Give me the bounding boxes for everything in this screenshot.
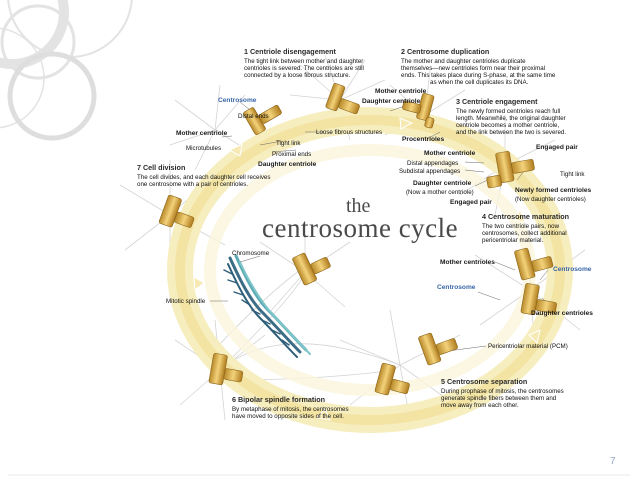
stage7-body-line2: one centrosome with a pair of centrioles… [137,181,249,188]
centriole-pair-stage2 [402,93,435,129]
stage3-body-line3: centriole becomes a mother centriole, [456,122,560,129]
stage4-body-line1: The two centriole pairs, now [482,223,560,230]
label-centrosome-top: Centrosome [218,97,257,104]
centriole-pair-stage5a [418,332,458,366]
stage2-body-line3: ends. This takes place during S-phase, a… [401,72,556,79]
centriole-pair-stage5b [374,362,410,396]
label-newly-formed: Newly formed centrioles [515,187,592,194]
page-number: 7 [610,456,616,467]
label-now-daughter: (Now daughter centrioles) [515,196,586,203]
stage4-body-line2: centrosomes, collect additional [482,230,567,237]
stage3-body-line1: The newly formed centrioles reach full [456,108,561,115]
stage5-body-line2: generate spindle fibers between them and [441,395,557,402]
centriole-pair-stage7 [158,194,195,228]
label-daughter-centriole-s2: Daughter centriole [362,98,421,105]
cycle-arrows [193,117,541,421]
corner-decoration [0,0,133,141]
stage2-body-line1: The mother and daughter centrioles dupli… [401,58,526,65]
label-procentrioles: Procentrioles [402,136,445,143]
stage7-body-line1: The cell divides, and each daughter cell… [137,174,271,181]
stage3-body-line4: and the link between the two is severed. [456,129,567,136]
stage1-body-line3: connected by a loose fibrous structure. [244,72,351,79]
label-microtubules: Microtubules [186,145,222,152]
stage1-body-line1: The tight link between mother and daught… [244,58,364,65]
chromosomes-2 [223,269,290,346]
label-subdistal-appendages: Subdistal appendages [399,168,461,175]
label-pcm: Pericentriolar material (PCM) [488,343,568,350]
stage3-body-line2: length. Meanwhile, the original daughter [456,115,566,122]
label-daughter-centriole-left: Daughter centriole [258,161,317,168]
stage1-heading: 1 Centriole disengagement [244,47,336,56]
stage5-heading: 5 Centrosome separation [441,377,528,386]
stage4-heading: 4 Centrosome maturation [482,212,570,221]
stage2-heading: 2 Centrosome duplication [401,47,490,56]
stage6-body-line2: have moved to opposite sides of the cell… [232,413,344,420]
label-centrosome-s4-left: Centrosome [437,284,476,291]
label-mother-centriole-s2: Mother centriole [375,88,427,95]
label-now-mother: (Now a mother centriole) [406,189,474,196]
stage5-body-line3: move away from each other. [441,402,519,409]
label-tight-link-left: Tight link [276,140,301,147]
centriole-pair-stage1b [325,83,360,115]
centriole-pair-stage4a [514,247,554,281]
label-engaged-pair-right: Engaged pair [536,144,578,151]
stage2-body-line2: themselves—new centrioles form near thei… [401,65,546,72]
centriole-pair-stage1 [243,104,282,135]
label-tight-link-right: Tight link [560,171,585,178]
stage2-body-line4: as when the cell duplicates its DNA. [430,79,529,86]
label-mother-centriole-s3: Mother centriole [424,150,476,157]
stage6-heading: 6 Bipolar spindle formation [232,395,326,404]
label-loose-fibrous: Loose fibrous structures [316,129,383,136]
label-chromosome: Chromosome [232,250,270,257]
centriole-pair-stage4b [520,283,557,315]
stage6-body-line1: By metaphase of mitosis, the centrosomes [232,406,349,413]
chromosomes [227,254,311,358]
title-the: the [346,195,371,217]
label-proximal-ends: Proximal ends [272,151,312,158]
stage1-body-line2: centrioles is severed. The centrioles ar… [244,65,364,72]
label-daughter-centrioles-s4: Daughter centrioles [531,310,593,317]
stage7-heading: 7 Cell division [137,163,186,172]
stage4-body-line3: pericentriolar material. [482,237,544,244]
diagram-title: centrosome cycle [262,213,459,243]
stage5-body-line1: During prophase of mitosis, the centroso… [441,388,564,395]
label-mother-centriole-left: Mother centriole [176,130,228,137]
label-mother-centrioles-s4: Mother centrioles [440,259,495,266]
label-centrosome-s4-right: Centrosome [553,266,592,273]
label-distal-ends: Distal ends [238,113,269,120]
stage3-heading: 3 Centriole engagement [456,97,538,106]
label-engaged-pair-bottom: Engaged pair [450,199,492,206]
centriole-pair-stage6 [208,353,244,385]
centriole-pair-stage3 [486,151,535,189]
centriole-pair-center [292,252,331,286]
label-distal-appendages: Distal appendages [407,160,459,167]
label-mitotic-spindle: Mitotic spindle [166,298,206,305]
label-daughter-centriole-s3: Daughter centriole [413,180,472,187]
